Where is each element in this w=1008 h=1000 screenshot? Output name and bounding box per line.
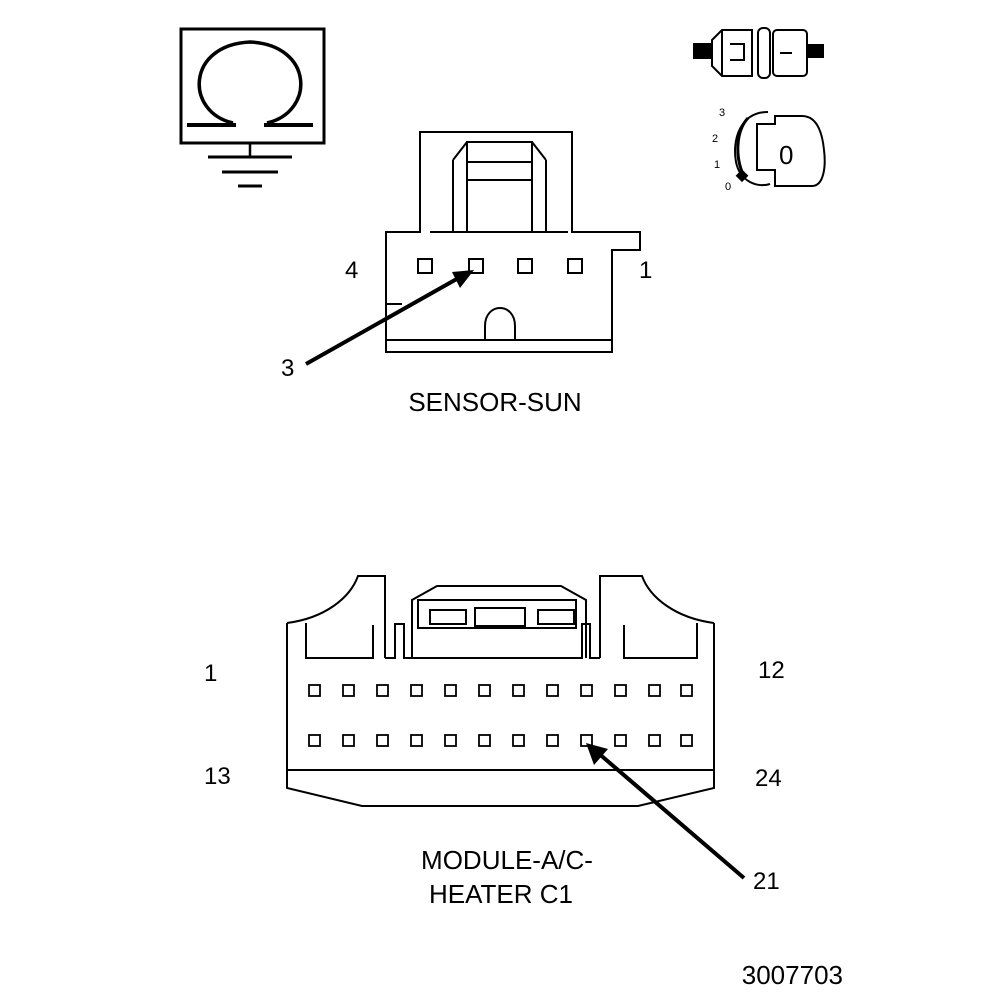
pin-cavity [567, 258, 583, 274]
pin-cavity [417, 258, 433, 274]
ignition-position-1: 1 [714, 159, 720, 171]
sun-sensor-caption: SENSOR-SUN [408, 387, 581, 417]
hvac-pin-bottom-right-label: 24 [755, 765, 782, 792]
hvac-caption-line1: MODULE-A/C- [421, 845, 593, 875]
hvac-caption-line2: HEATER C1 [429, 879, 573, 909]
sun-callout-label: 3 [281, 355, 294, 382]
callout-arrowhead [586, 743, 608, 765]
callout-arrowhead [452, 270, 474, 288]
pin-cavity [468, 258, 484, 274]
ignition-key-label: 0 [779, 140, 793, 170]
ignition-position-3: 3 [719, 107, 725, 119]
ignition-position-2: 2 [712, 133, 718, 145]
hvac-pin-top-left-label: 1 [204, 660, 217, 687]
sun-pin-left-label: 4 [345, 257, 358, 284]
hvac-pin-top-right-label: 12 [758, 657, 785, 684]
hvac-callout-label: 21 [753, 868, 780, 895]
connector-disconnected-icon [693, 27, 824, 79]
callout-arrow [595, 750, 746, 880]
ignition-position-0: 0 [725, 181, 731, 193]
bottom-row-cavities [308, 734, 693, 747]
sun-sensor-connector [385, 131, 641, 353]
ohmmeter-ground-icon [179, 27, 326, 188]
ignition-key-off-icon: 3 2 1 0 0 [712, 107, 826, 193]
callout-arrow [305, 274, 463, 366]
sun-pin-right-label: 1 [639, 257, 652, 284]
hvac-module-connector [286, 575, 715, 807]
figure-number: 3007703 [742, 960, 843, 990]
pin-cavity [517, 258, 533, 274]
top-row-cavities [308, 684, 693, 697]
hvac-pin-bottom-left-label: 13 [204, 763, 231, 790]
